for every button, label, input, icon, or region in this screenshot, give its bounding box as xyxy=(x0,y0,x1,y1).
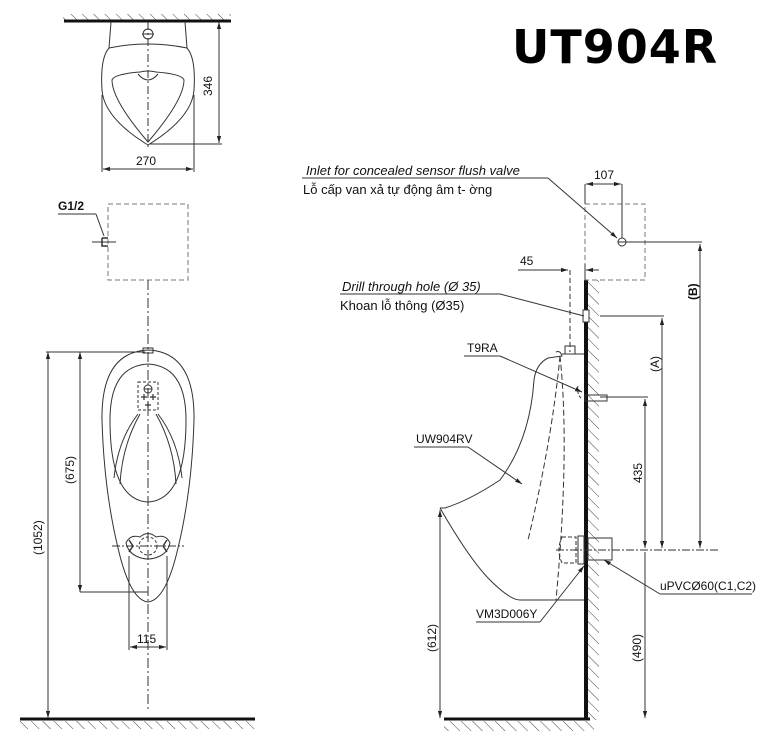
dim-b: (B) xyxy=(686,283,700,300)
drill-note-en: Drill through hole (Ø 35) xyxy=(342,279,481,294)
side-view xyxy=(302,177,752,731)
inlet-size-label: G1/2 xyxy=(58,199,85,213)
total-height-dim: (1052) xyxy=(31,520,45,555)
drill-offset-dim: 45 xyxy=(520,254,534,268)
inlet-offset-dim: 107 xyxy=(594,168,615,182)
part-pipe-label: uPVCØ60(C1,C2) xyxy=(660,579,757,593)
depth-dim: 346 xyxy=(201,75,215,96)
model-title: UT904R xyxy=(512,20,719,74)
dim-435: 435 xyxy=(631,462,645,483)
rim-height-dim: (675) xyxy=(63,455,77,484)
dim-612: (612) xyxy=(425,623,439,652)
dim-a: (A) xyxy=(648,356,662,372)
width-dim: 270 xyxy=(136,154,157,168)
dim-490: (490) xyxy=(630,633,644,662)
inlet-note-vi: Lỗ cấp van xả tự động âm t- ờng xyxy=(303,182,493,197)
part-spud-label: T9RA xyxy=(467,341,498,355)
inlet-note-en: Inlet for concealed sensor flush valve xyxy=(306,163,520,178)
outlet-spacing-dim: 115 xyxy=(137,632,157,646)
front-view xyxy=(20,203,255,729)
part-outlet-label: VM3D006Y xyxy=(476,607,538,621)
part-body-label: UW904RV xyxy=(416,432,473,446)
top-view xyxy=(63,14,231,172)
drill-note-vi: Khoan lỗ thông (Ø35) xyxy=(340,298,465,313)
